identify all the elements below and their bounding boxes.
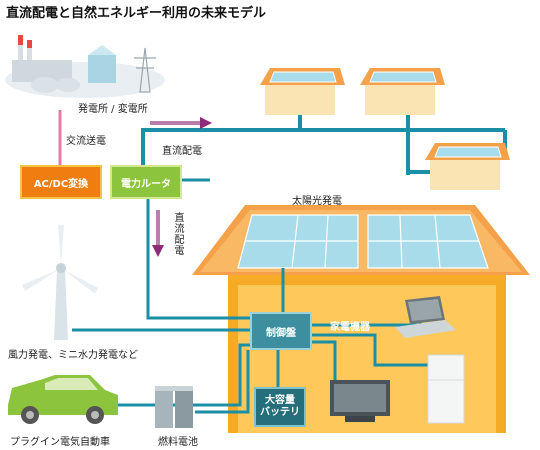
arrow-down-icon xyxy=(152,210,164,257)
power-plant-icon xyxy=(5,35,165,98)
power-plant-label: 発電所 / 変電所 xyxy=(78,104,148,115)
rooftop-solar-2 xyxy=(360,68,445,115)
tv-icon xyxy=(330,380,390,422)
page-title: 直流配電と自然エネルギー利用の未来モデル xyxy=(6,6,267,21)
appliances-label: 家電機器 xyxy=(330,322,370,333)
fuel-cell-icon xyxy=(155,386,193,428)
control-panel-box: 制御盤 xyxy=(250,312,312,350)
power-router-box: 電力ルータ xyxy=(110,165,182,199)
battery-box: 大容量 バッテリ xyxy=(254,387,306,427)
dc-distribution-vertical-label: 直流配電 xyxy=(172,212,183,256)
battery-label-line2: バッテリ xyxy=(260,407,300,418)
ev-label: プラグイン電気自動車 xyxy=(10,437,110,448)
battery-label-line1: 大容量 xyxy=(265,395,295,406)
wind-turbine-icon xyxy=(22,225,98,340)
dc-house-lines xyxy=(72,178,442,414)
refrigerator-icon xyxy=(427,354,465,424)
electric-car-icon xyxy=(8,375,118,424)
ac-transmission-label: 交流送電 xyxy=(66,136,106,147)
wind-label: 風力発電、ミニ水力発電など xyxy=(8,350,138,361)
dc-distribution-label: 直流配電 xyxy=(162,146,202,157)
main-solar-panels xyxy=(237,214,489,269)
rooftop-solar-3 xyxy=(425,143,510,190)
laptop-icon xyxy=(395,296,456,338)
rooftop-solar-1 xyxy=(260,68,345,115)
fuel-cell-label: 燃料電池 xyxy=(158,437,198,448)
ac-dc-converter-box: AC/DC変換 xyxy=(20,165,102,199)
solar-label: 太陽光発電 xyxy=(292,196,342,207)
arrow-right-icon xyxy=(150,117,212,129)
